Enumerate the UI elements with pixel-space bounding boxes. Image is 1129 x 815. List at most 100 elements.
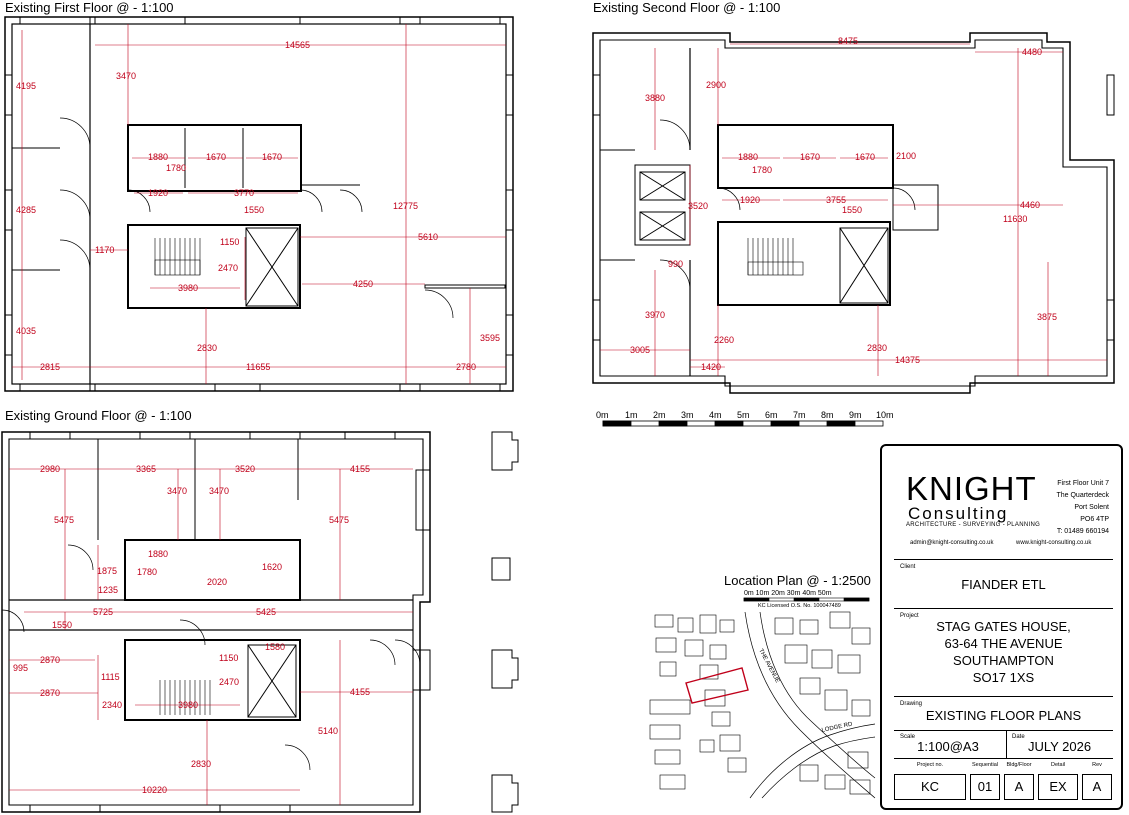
dim-label: 2830 — [191, 759, 211, 769]
dim-label: 3520 — [688, 201, 708, 211]
dim-label: 12775 — [393, 201, 418, 211]
dim-label: 5425 — [256, 607, 276, 617]
dim-label: 1150 — [219, 653, 238, 663]
dim-label: 1670 — [206, 152, 226, 162]
external-bay-outlines — [491, 431, 519, 813]
title-block: KNIGHT Consulting ARCHITECTURE - SURVEYI… — [880, 444, 1123, 810]
second-floor-dimension-labels: 8475 4480 3880 2900 1880 1670 1670 2100 … — [630, 36, 1057, 372]
code-header-sequential: Sequential — [972, 762, 998, 768]
second-floor-dimension-lines — [600, 43, 1107, 376]
phone-number: T: 01489 660194 — [1056, 528, 1109, 535]
dim-label: 3880 — [645, 93, 665, 103]
dim-label: 11655 — [246, 362, 270, 372]
code-header-bldg-floor: Bldg/Floor — [1006, 762, 1032, 768]
dim-label: 5475 — [54, 515, 74, 525]
dim-label: 2870 — [40, 655, 60, 665]
dim-label: 1780 — [137, 567, 157, 577]
dim-label: 2340 — [102, 700, 122, 710]
first-floor-title: Existing First Floor @ - 1:100 — [5, 0, 174, 15]
first-floor-dimension-lines — [12, 24, 506, 384]
project-label: Project — [900, 613, 919, 619]
scale-tick: 0m — [596, 410, 609, 420]
dim-label: 1880 — [148, 152, 168, 162]
scale-value: 1:100@A3 — [917, 739, 979, 754]
dim-label: 3520 — [235, 464, 255, 474]
code-header-project-no: Project no. — [916, 762, 944, 768]
dim-label: 1780 — [166, 163, 186, 173]
dim-label: 5140 — [318, 726, 338, 736]
scale-tick: 5m — [737, 410, 750, 420]
dim-label: 1920 — [740, 195, 760, 205]
dim-label: 8475 — [838, 36, 858, 46]
drawing-title: EXISTING FLOOR PLANS — [925, 708, 1082, 723]
code-bldg-floor: A — [1014, 779, 1024, 794]
project-line: STAG GATES HOUSE, — [936, 619, 1071, 634]
dim-label: 1150 — [220, 237, 239, 247]
project-address: STAG GATES HOUSE, 63-64 THE AVENUE SOUTH… — [894, 618, 1113, 686]
ground-floor-plan — [1, 431, 431, 813]
first-floor-plan — [4, 16, 514, 392]
second-floor-title: Existing Second Floor @ - 1:100 — [593, 0, 781, 15]
dim-label: 3970 — [645, 310, 665, 320]
ground-floor-dimension-lines — [9, 468, 413, 805]
first-floor-dimension-labels: 14565 4195 3470 12775 4285 1880 1670 167… — [16, 40, 500, 372]
scale-tick: 2m — [653, 410, 666, 420]
dim-label: 4155 — [350, 464, 370, 474]
project-line: SO17 1XS — [972, 670, 1035, 685]
dim-label: 1880 — [738, 152, 758, 162]
company-website: www.knight-consulting.co.uk — [1016, 540, 1092, 546]
dim-label: 4250 — [353, 279, 373, 289]
company-address: First Floor Unit 7 The Quarterdeck Port … — [1019, 478, 1109, 538]
dim-label: 2900 — [706, 80, 726, 90]
scale-bar — [602, 420, 884, 427]
ground-floor-title: Existing Ground Floor @ - 1:100 — [5, 408, 192, 423]
code-project-no: KC — [920, 779, 940, 794]
code-rev: A — [1092, 779, 1102, 794]
dim-label: 1670 — [800, 152, 820, 162]
dim-label: 2815 — [40, 362, 60, 372]
dim-label: 3470 — [116, 71, 136, 81]
dim-label: 10220 — [142, 785, 167, 795]
scale-tick: 7m — [793, 410, 806, 420]
dim-label: 1670 — [262, 152, 282, 162]
dim-label: 4285 — [16, 205, 36, 215]
dim-label: 995 — [13, 663, 28, 673]
road-label-the-avenue: THE AVENUE — [757, 648, 780, 684]
dim-label: 3595 — [480, 333, 500, 343]
dim-label: 1670 — [855, 152, 875, 162]
dim-label: 2830 — [197, 343, 217, 353]
company-logo-sub: Consulting — [908, 504, 1009, 523]
dim-label: 2020 — [207, 577, 227, 587]
os-licence-text: KC Licensed O.S. No. 100047489 — [758, 603, 841, 609]
dim-label: 3980 — [178, 283, 198, 293]
code-header-rev: Rev — [1092, 762, 1102, 768]
dim-label: 3875 — [1037, 312, 1057, 322]
dim-label: 1170 — [95, 245, 114, 255]
code-header-detail: Detail — [1050, 762, 1066, 768]
dim-label: 11630 — [1003, 214, 1027, 224]
dim-label: 2870 — [40, 688, 60, 698]
company-email: admin@knight-consulting.co.uk — [910, 540, 994, 546]
address-line: Port Solent — [1074, 504, 1109, 511]
dim-label: 2830 — [867, 343, 887, 353]
client-label: Client — [900, 564, 916, 570]
scale-label: Scale — [900, 734, 916, 740]
dim-label: 3005 — [630, 345, 650, 355]
dim-label: 2470 — [218, 263, 238, 273]
dim-label: 1780 — [752, 165, 772, 175]
address-line: First Floor Unit 7 — [1057, 480, 1109, 487]
dim-label: 2780 — [456, 362, 476, 372]
company-logo: KNIGHT — [906, 470, 1037, 507]
location-plan-title: Location Plan @ - 1:2500 — [724, 573, 871, 588]
client-name: FIANDER ETL — [961, 577, 1046, 592]
project-line: SOUTHAMPTON — [953, 653, 1054, 668]
scale-tick: 10m — [876, 410, 894, 420]
dim-label: 2470 — [219, 677, 239, 687]
dim-label: 3470 — [209, 486, 229, 496]
dim-label: 1620 — [262, 562, 282, 572]
dim-label: 14375 — [895, 355, 920, 365]
scale-tick: 6m — [765, 410, 778, 420]
dim-label: 1550 — [244, 205, 264, 215]
dim-label: 1235 — [98, 585, 118, 595]
